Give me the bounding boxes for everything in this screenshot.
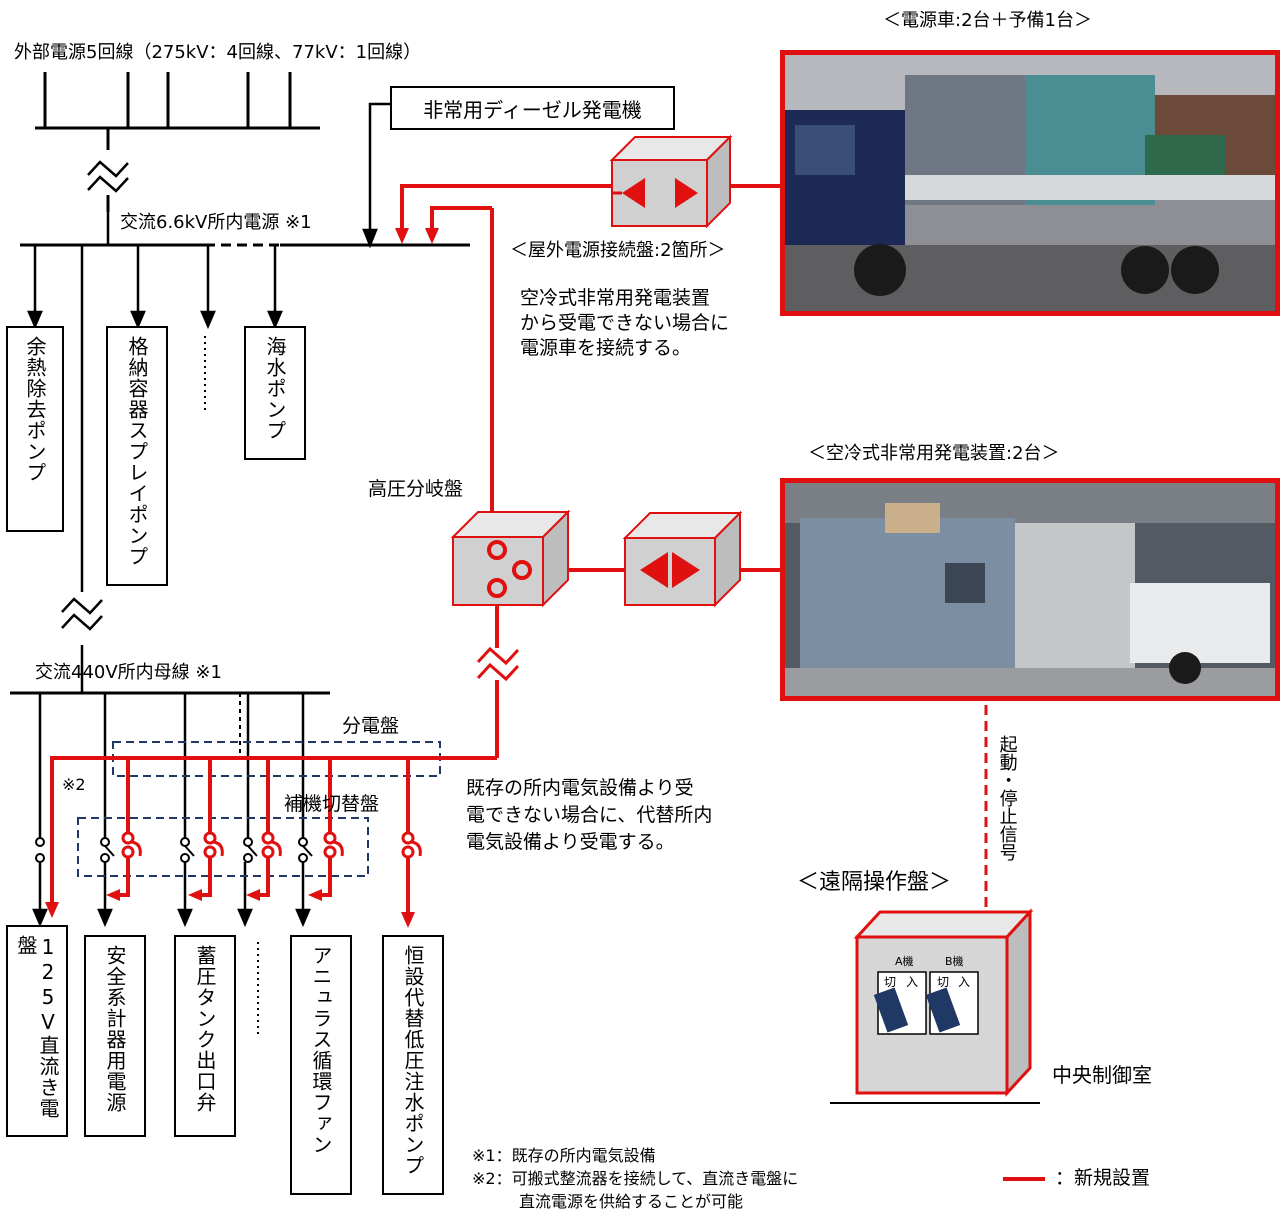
transformer-2-symbol [61,597,103,693]
aux-switch-panel-box [77,817,369,877]
remote-a-off-label: 切 [884,975,897,989]
remote-panel-box [830,908,1040,1104]
load-alt-injection-pump: 恒設代替低圧注水ポンプ [382,935,444,1195]
external-bus [35,72,320,212]
control-room-label: 中央制御室 [1052,1063,1152,1087]
load-rhr-pump-label: 余熱除去ポンプ [23,336,47,483]
load-instrument-power-label: 安全系計器用電源 [103,945,127,1113]
bus-440v-label: 交流440V所内母線 ※1 [35,662,222,683]
alt-note-line-3: 電気設備より受電する。 [466,831,675,853]
signal-label: 起動・停止信号 [996,735,1018,861]
outdoor-note-line-2: から受電できない場合に [520,312,730,334]
transformer-1-symbol [87,160,129,193]
load-instrument-power: 安全系計器用電源 [84,935,146,1137]
external-source-label: 外部電源5回線（275kV：4回線、77kV：1回線） [14,42,422,63]
remote-b-on-label: 入 [958,975,971,989]
load-accumulator-valve-label: 蓄圧タンク出口弁 [193,945,217,1113]
aircooled-connection-box [622,510,743,608]
outdoor-panel-label: ＜屋外電源接続盤:2箇所＞ [510,240,726,261]
aux-switch-panel-label: 補機切替盤 [284,793,380,815]
load-seawater-pump: 海水ポンプ [244,326,306,460]
aircooled-title: ＜空冷式非常用発電装置:2台＞ [808,443,1060,464]
legend-note-1: ※1：既存の所内電気設備 [472,1146,656,1165]
outdoor-panel-box [609,134,733,229]
hv-branch-box [450,509,571,608]
outdoor-note-line-3: 電源車を接続する。 [520,337,692,359]
power-truck-image [785,55,1275,311]
bus-66kv-label: 交流6.6kV所内電源 ※1 [120,212,312,233]
load-annulus-fan-label: アニュラス循環ファン [309,945,333,1155]
remote-panel-title: ＜遠隔操作盤＞ [797,870,952,895]
legend-note-2-line-1: ※2：可搬式整流器を接続して、直流き電盤に [472,1169,799,1188]
diesel-generator-box: 非常用ディーゼル発電機 [390,86,675,130]
remote-unit-a-label: A機 [895,955,914,968]
load-rhr-pump: 余熱除去ポンプ [6,326,64,532]
alt-note-line-1: 既存の所内電気設備より受 [466,777,694,799]
load-cv-spray-pump: 格納容器スプレイポンプ [106,326,168,586]
load-annulus-fan: アニュラス循環ファン [290,935,352,1195]
power-truck-photo [780,50,1280,316]
remote-unit-b-label: B機 [945,955,964,968]
load-125v-dc-panel: 125V直流き電盤 [6,925,68,1137]
hv-branch-label: 高圧分岐盤 [368,478,464,500]
outdoor-note-line-1: 空冷式非常用発電装置 [520,287,711,309]
remote-b-off-label: 切 [937,975,950,989]
transformer-3-symbol [476,646,520,682]
legend-new-install-label: ：新規設置 [1055,1167,1151,1189]
load-seawater-pump-label: 海水ポンプ [263,336,287,441]
remote-a-on-label: 入 [906,975,919,989]
power-truck-title: ＜電源車:2台＋予備1台＞ [883,10,1092,31]
aircooled-generator-image [785,483,1275,696]
distribution-panel-label: 分電盤 [342,715,400,737]
aircooled-generator-photo [780,478,1280,701]
alt-note-line-2: 電できない場合に、代替所内 [466,804,713,826]
legend-note-2-line-2: 直流電源を供給することが可能 [519,1192,744,1211]
load-accumulator-valve: 蓄圧タンク出口弁 [174,935,236,1137]
load-cv-spray-pump-label: 格納容器スプレイポンプ [125,336,149,567]
new-wiring [50,184,780,915]
note2-mark: ※2 [62,775,86,794]
diesel-generator-label: 非常用ディーゼル発電機 [423,97,642,122]
load-alt-injection-pump-label: 恒設代替低圧注水ポンプ [401,945,425,1176]
load-125v-dc-panel-label: 125V直流き電盤 [14,935,60,1119]
